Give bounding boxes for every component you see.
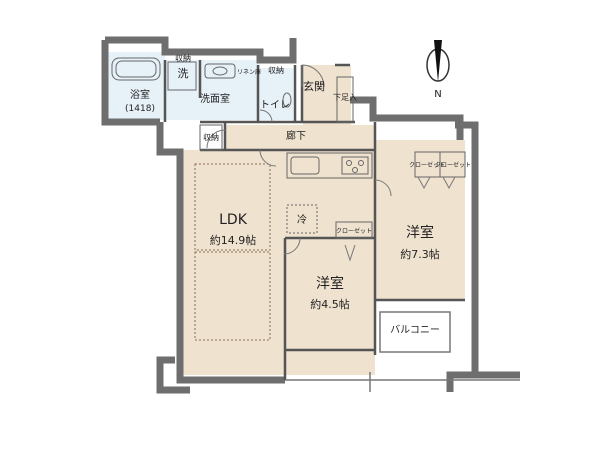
kitchen-sink xyxy=(290,156,320,175)
western-small-floor xyxy=(290,240,375,350)
storage-bath-label: 収納 xyxy=(175,53,191,63)
closet-door-mid xyxy=(344,244,356,262)
basin-bowl xyxy=(212,66,228,76)
shoe-storage-box xyxy=(336,76,354,123)
western-small-size: 約4.5帖 xyxy=(310,297,350,311)
western-large-door-swing xyxy=(374,179,392,197)
closet-door-right-1 xyxy=(417,176,431,190)
western-large-label: 洋室 xyxy=(406,224,434,241)
compass-label: N xyxy=(434,89,441,100)
balcony-outline xyxy=(285,311,520,392)
washroom-label: 洗面室 xyxy=(200,92,230,105)
compass-needle xyxy=(434,40,442,82)
floor-heating-outline xyxy=(194,163,271,341)
corridor-door-swing xyxy=(206,129,226,149)
western-small-label: 洋室 xyxy=(316,275,344,292)
washer-space xyxy=(167,61,197,91)
kitchen-floor xyxy=(285,150,375,240)
kitchen-counter xyxy=(286,152,373,179)
western-large-floor xyxy=(375,140,465,300)
storage-left-label: 収納 xyxy=(203,132,219,142)
bathtub xyxy=(111,57,161,81)
fixtures xyxy=(111,57,466,239)
corridor-label: 廊下 xyxy=(286,129,306,142)
western-small-door-swing xyxy=(283,237,301,255)
ldk-door-swing xyxy=(259,149,277,167)
storage-hall-top-label: 収納 xyxy=(268,65,284,75)
ldk-label: LDK xyxy=(219,212,248,228)
ldk-size: 約14.9帖 xyxy=(210,233,257,247)
floor-fills xyxy=(105,52,465,375)
closet-right-2-label: クローゼット xyxy=(435,161,471,169)
fridge-label: 冷 xyxy=(297,213,307,226)
bath-label: 浴室 xyxy=(130,88,150,101)
toilet-floor xyxy=(260,68,293,120)
toilet-door-swing xyxy=(259,109,273,123)
shoe-storage-label: 下足入 xyxy=(333,93,357,102)
entrance-label: 玄関 xyxy=(303,79,325,93)
compass: N xyxy=(426,40,450,100)
room-labels: 浴室 (1418) 収納 洗 洗面室 リネン庫 収納 トイレ 玄関 下足入 廊下… xyxy=(125,53,471,336)
closet-door-right-2 xyxy=(442,176,456,190)
cooktop xyxy=(341,156,369,175)
wash-basin xyxy=(204,63,236,79)
linen-label: リネン庫 xyxy=(237,68,261,76)
bathtub-inner xyxy=(115,60,157,78)
balcony-label: バルコニー xyxy=(390,324,440,336)
interior-walls xyxy=(163,60,465,380)
laundry-label: 洗 xyxy=(178,67,189,80)
entrance-door-swing xyxy=(301,64,325,88)
storage-left-box xyxy=(199,124,223,151)
entrance-floor xyxy=(303,65,351,125)
toilet-label: トイレ xyxy=(260,100,290,111)
closet-mid-label: クローゼット xyxy=(336,227,372,235)
closet-right-1-label: クローゼット xyxy=(409,161,445,169)
fridge-space xyxy=(286,204,318,234)
corridor-floor xyxy=(225,125,375,150)
closet-mid-box xyxy=(335,221,373,239)
western-large-size: 約7.3帖 xyxy=(400,247,440,261)
toilet-bowl xyxy=(282,92,292,108)
doors xyxy=(206,64,456,262)
bath-size: (1418) xyxy=(125,104,155,114)
